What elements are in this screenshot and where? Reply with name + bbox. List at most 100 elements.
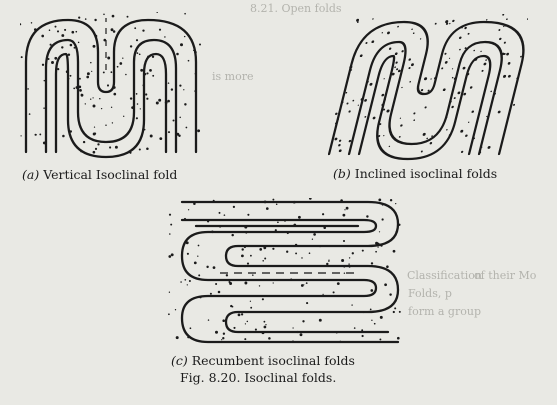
stipple-dot — [371, 320, 372, 321]
stipple-dot — [379, 338, 381, 340]
stipple-dot — [381, 94, 384, 97]
stipple-dot — [109, 146, 111, 148]
stipple-dot — [64, 29, 66, 31]
stipple-dot — [130, 97, 132, 99]
stipple-dot — [139, 148, 141, 150]
stipple-dot — [113, 86, 116, 89]
stipple-dot — [198, 274, 200, 276]
stipple-dot — [264, 258, 266, 260]
stipple-dot — [113, 93, 116, 96]
stipple-dot — [481, 70, 484, 72]
stipple-dot — [302, 320, 304, 322]
stipple-dot — [134, 27, 136, 29]
stipple-dot — [378, 199, 381, 202]
stipple-dot — [361, 329, 363, 331]
stipple-dot — [176, 53, 179, 56]
stipple-dot — [375, 251, 377, 253]
stipple-dot — [233, 327, 235, 329]
recumbent-isoclinal-folds-diagram — [168, 198, 418, 346]
stipple-dot — [244, 246, 246, 248]
stipple-dot — [452, 68, 454, 69]
stipple-dot — [95, 148, 97, 150]
stipple-dot — [413, 119, 415, 121]
stipple-dot — [130, 45, 132, 47]
stipple-dot — [175, 309, 176, 310]
stipple-dot — [306, 282, 308, 284]
caption-a-letter: (a) — [22, 167, 39, 182]
stipple-dot — [168, 131, 170, 133]
stipple-dot — [86, 76, 89, 79]
stipple-dot — [435, 23, 437, 25]
figure-title: Fig. 8.20. Isoclinal folds. — [180, 370, 336, 385]
stipple-dot — [490, 91, 492, 93]
stipple-dot — [480, 51, 482, 52]
stipple-dot — [144, 129, 146, 131]
stipple-dot — [345, 92, 347, 94]
stipple-dot — [252, 274, 254, 276]
stipple-dot — [165, 101, 168, 104]
stipple-dot — [187, 253, 189, 255]
stipple-dot — [400, 118, 402, 119]
stipple-dot — [411, 63, 414, 66]
stipple-dot — [411, 29, 413, 31]
stipple-dot — [35, 134, 37, 136]
stipple-dot — [377, 246, 378, 247]
stipple-dot — [374, 323, 376, 325]
stipple-dot — [499, 38, 502, 40]
stipple-dot — [41, 35, 44, 38]
stipple-dot — [140, 108, 141, 109]
stipple-dot — [352, 252, 354, 254]
stipple-dot — [503, 75, 507, 78]
stipple-dot — [295, 252, 297, 254]
stipple-dot — [115, 146, 118, 149]
stipple-dot — [430, 78, 432, 79]
stipple-dot — [382, 204, 384, 206]
stipple-dot — [513, 104, 515, 106]
stipple-dot — [360, 54, 363, 57]
stipple-dot — [78, 17, 80, 19]
stipple-dot — [266, 207, 269, 210]
stipple-dot — [386, 110, 390, 113]
stipple-dot — [168, 255, 171, 258]
stipple-dot — [79, 89, 82, 92]
stipple-dot — [401, 50, 404, 52]
stipple-dot — [75, 31, 77, 33]
stipple-dot — [199, 296, 201, 298]
stipple-dot — [264, 326, 267, 329]
stipple-dot — [426, 138, 428, 140]
stipple-dot — [444, 53, 447, 55]
stipple-dot — [296, 331, 298, 333]
stipple-dot — [365, 42, 368, 44]
stipple-dot — [49, 29, 51, 31]
stipple-dot — [97, 143, 99, 145]
stipple-dot — [171, 88, 173, 90]
stipple-dot — [241, 248, 243, 250]
stipple-dot — [176, 336, 179, 339]
stipple-dot — [487, 146, 491, 149]
stipple-dot — [313, 233, 316, 236]
stipple-dot — [364, 99, 367, 102]
stipple-dot — [370, 289, 373, 292]
stipple-dot — [424, 106, 427, 108]
stipple-dot — [342, 214, 345, 217]
stipple-dot — [123, 116, 124, 117]
stipple-dot — [215, 283, 217, 285]
stipple-dot — [287, 232, 289, 234]
stipple-dot — [188, 60, 190, 62]
stipple-dot — [381, 218, 383, 220]
stipple-dot — [459, 37, 462, 40]
stipple-dot — [338, 144, 341, 146]
stipple-dot — [384, 283, 387, 286]
stipple-dot — [226, 274, 228, 276]
stipple-dot — [68, 53, 70, 55]
stipple-dot — [122, 58, 123, 59]
stipple-dot — [451, 106, 454, 108]
stipple-dot — [312, 239, 313, 240]
stipple-dot — [193, 50, 194, 51]
stipple-dot — [348, 110, 351, 112]
stipple-dot — [168, 82, 170, 84]
stipple-dot — [169, 292, 170, 293]
stipple-dot — [371, 262, 373, 264]
stipple-dot — [194, 262, 197, 265]
